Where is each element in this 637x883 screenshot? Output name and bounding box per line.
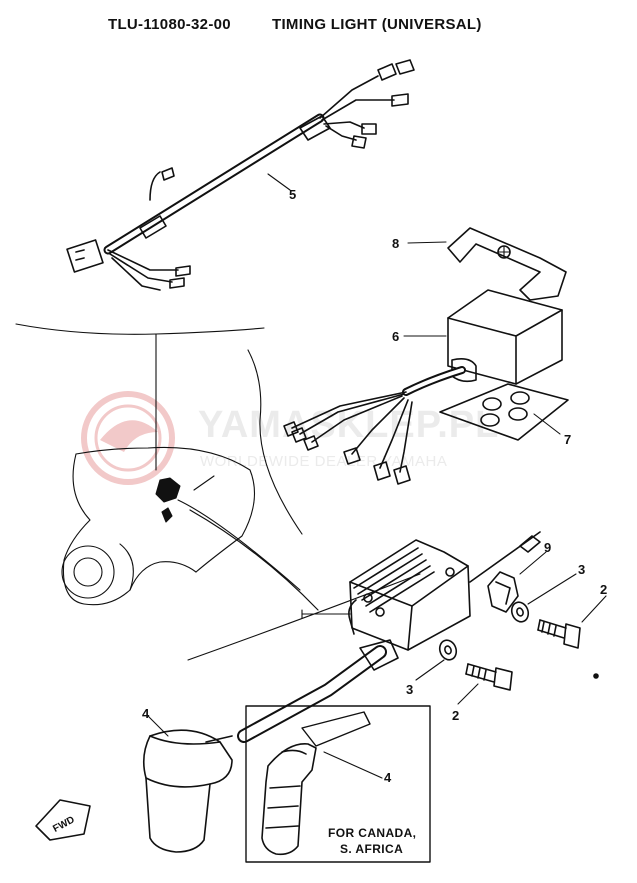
- part-number: TLU-11080-32-00: [108, 16, 231, 33]
- clamp: [487, 551, 547, 613]
- wire-harness: [66, 59, 415, 291]
- callout-8: 8: [392, 236, 399, 251]
- washer-lower: [415, 639, 458, 681]
- diagram-title: TIMING LIGHT (UNIVERSAL): [272, 16, 482, 33]
- washer-upper: [510, 573, 577, 623]
- callout-9: 9: [544, 540, 551, 555]
- inset-note-line1: FOR CANADA,: [328, 826, 417, 840]
- control-unit: [283, 289, 563, 485]
- bracket: [407, 227, 567, 301]
- callout-4: 4: [142, 706, 150, 721]
- motorcycle-outline: [15, 323, 303, 606]
- inset-box: [245, 705, 431, 863]
- callout-3-lower: 3: [406, 682, 413, 697]
- bolt-upper: [537, 595, 607, 649]
- damper-plate: [439, 383, 569, 441]
- spark-plug-cap: [142, 715, 233, 853]
- callout-5: 5: [289, 187, 296, 202]
- callout-3-upper: 3: [578, 562, 585, 577]
- fwd-label: FWD: [51, 814, 76, 834]
- fwd-arrow-icon: [35, 799, 91, 841]
- bolt-lower: [457, 663, 513, 705]
- callout-2-lower: 2: [452, 708, 459, 723]
- callout-6: 6: [392, 329, 399, 344]
- callout-2-upper: 2: [600, 582, 607, 597]
- callout-4-inset: 4: [384, 770, 392, 785]
- watermark-brand: YAMASKLEP.PL: [198, 404, 500, 446]
- inset-note-line2: S. AFRICA: [340, 842, 404, 856]
- callout-7: 7: [564, 432, 571, 447]
